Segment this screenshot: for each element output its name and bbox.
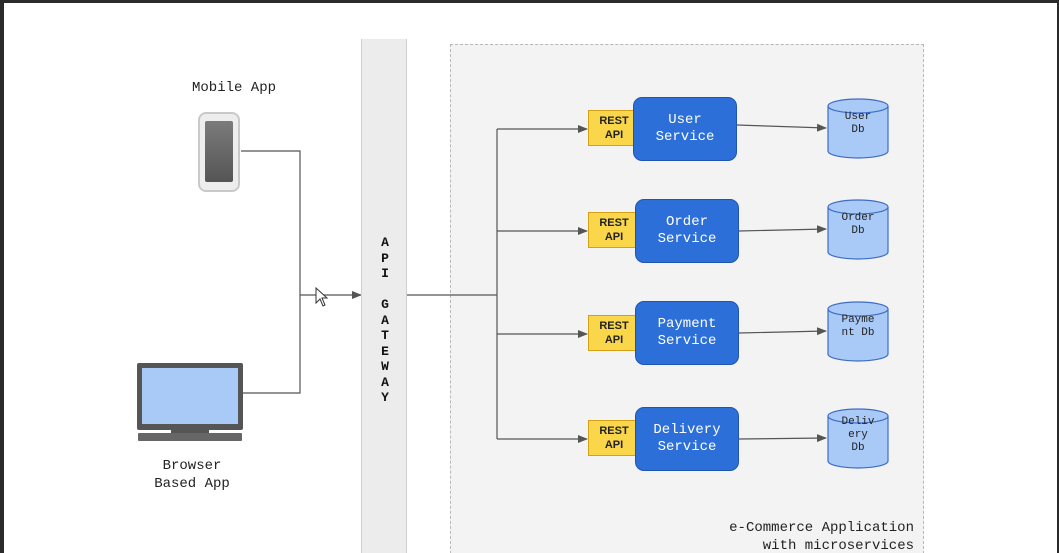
database-cylinder bbox=[827, 98, 889, 159]
user-service-line2: Service bbox=[655, 129, 715, 145]
user-service-line1: User bbox=[668, 112, 702, 128]
phone-screen bbox=[205, 121, 233, 182]
delivery-service-to-db-arrow bbox=[738, 434, 827, 443]
monitor-screen bbox=[142, 368, 238, 424]
caption-line1: e-Commerce Application bbox=[729, 520, 914, 536]
order-db-icon: Order Db bbox=[827, 199, 889, 261]
db-label-line: Db bbox=[851, 442, 865, 454]
payment-service-line2: Service bbox=[657, 333, 717, 349]
user-db-label: User Db bbox=[827, 111, 889, 137]
desktop-monitor-icon bbox=[137, 363, 243, 430]
db-label-line: Payme bbox=[841, 314, 875, 326]
payment-db-icon: Payme nt Db bbox=[827, 301, 889, 363]
api-gateway: A P I G A T E W A Y bbox=[361, 39, 407, 553]
payment-service-line1: Payment bbox=[657, 316, 717, 332]
rest-label: REST bbox=[599, 320, 629, 332]
order-service-box: Order Service bbox=[635, 199, 739, 263]
db-label-line: Deliv bbox=[841, 416, 875, 428]
browser-label-line1: Browser bbox=[162, 458, 222, 474]
rest-api-badge-order: REST API bbox=[588, 212, 640, 248]
db-label-line: User bbox=[844, 111, 872, 123]
rest-label: REST bbox=[599, 425, 629, 437]
delivery-service-box: Delivery Service bbox=[635, 407, 739, 471]
api-label: API bbox=[604, 334, 624, 346]
monitor-stand bbox=[171, 429, 209, 435]
rest-api-badge-payment: REST API bbox=[588, 315, 640, 351]
connector-lines bbox=[241, 123, 827, 443]
db-label-line: ery bbox=[848, 429, 868, 441]
db-label-line: Db bbox=[851, 124, 865, 136]
rest-label: REST bbox=[599, 217, 629, 229]
delivery-service-line2: Service bbox=[657, 439, 717, 455]
keyboard-base bbox=[138, 433, 242, 441]
delivery-service-line1: Delivery bbox=[653, 422, 721, 438]
db-label-line: Order bbox=[841, 212, 875, 224]
user-db-icon: User Db bbox=[827, 98, 889, 160]
api-label: API bbox=[604, 231, 624, 243]
mobile-phone-icon bbox=[198, 112, 240, 192]
order-service-to-db-arrow bbox=[738, 225, 827, 234]
user-service-box: User Service bbox=[633, 97, 737, 161]
delivery-db-label: Deliv ery Db bbox=[827, 416, 889, 455]
database-cylinder bbox=[827, 408, 889, 469]
database-cylinder bbox=[827, 301, 889, 362]
api-label: API bbox=[604, 129, 624, 141]
api-gateway-label: A P I G A T E W A Y bbox=[381, 235, 389, 405]
caption-line2: with microservices bbox=[762, 538, 914, 553]
database-cylinder bbox=[827, 199, 889, 260]
browser-connector bbox=[243, 295, 301, 394]
order-service-line2: Service bbox=[657, 231, 717, 247]
db-label-line: nt Db bbox=[841, 327, 875, 339]
mouse-pointer-icon bbox=[315, 287, 329, 307]
user-service-to-db-arrow bbox=[736, 123, 827, 132]
browser-label-line2: Based App bbox=[154, 476, 230, 492]
diagram-canvas: Mobile App Browser Based App A P I G A T… bbox=[4, 3, 1057, 553]
rest-api-badge-delivery: REST API bbox=[588, 420, 640, 456]
mobile-app-label: Mobile App bbox=[191, 80, 276, 96]
payment-service-to-db-arrow bbox=[738, 327, 827, 336]
api-label: API bbox=[604, 439, 624, 451]
diagram-caption: e-Commerce Application with microservice… bbox=[704, 519, 914, 553]
browser-app-label: Browser Based App bbox=[132, 457, 252, 493]
db-label-line: Db bbox=[851, 225, 865, 237]
rest-label: REST bbox=[599, 115, 629, 127]
mobile-connector bbox=[241, 150, 301, 295]
order-service-line1: Order bbox=[665, 214, 708, 230]
delivery-db-icon: Deliv ery Db bbox=[827, 408, 889, 470]
order-db-label: Order Db bbox=[827, 212, 889, 238]
payment-db-label: Payme nt Db bbox=[827, 314, 889, 340]
rest-api-badge-user: REST API bbox=[588, 110, 640, 146]
payment-service-box: Payment Service bbox=[635, 301, 739, 365]
